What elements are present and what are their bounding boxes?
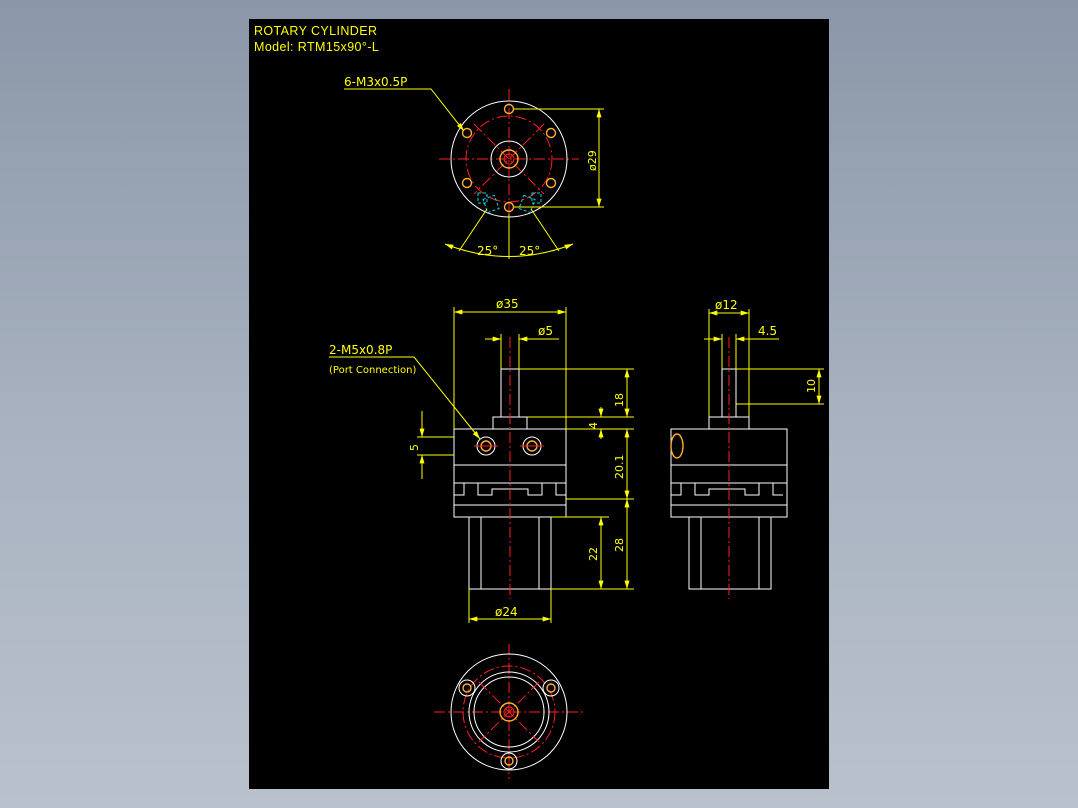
port-thread-label: 2-M5x0.8P bbox=[329, 343, 392, 357]
dim-5-label: 5 bbox=[408, 444, 421, 451]
dim-4-label: 4 bbox=[587, 422, 600, 429]
dim-28-label: 28 bbox=[613, 538, 626, 552]
dim-22-label: 22 bbox=[587, 547, 600, 561]
front-view bbox=[329, 307, 634, 623]
cad-drawing: 6-M3x0.5P ø29 25° 25° ø35 ø5 2-M5x0.8P (… bbox=[329, 75, 824, 779]
port-note-label: (Port Connection) bbox=[329, 365, 416, 376]
dia-29-label: ø29 bbox=[586, 150, 599, 171]
dim-4-5-label: 4.5 bbox=[758, 324, 777, 338]
side-view bbox=[670, 309, 824, 599]
dia-35-label: ø35 bbox=[496, 297, 519, 311]
dim-20-1-label: 20.1 bbox=[613, 455, 626, 480]
angle-left-label: 25° bbox=[477, 244, 498, 258]
top-view bbox=[344, 88, 604, 259]
dia-12-label: ø12 bbox=[715, 298, 738, 312]
bottom-view bbox=[434, 644, 584, 779]
model-number: Model: RTM15x90°-L bbox=[254, 40, 380, 54]
dim-10-label: 10 bbox=[805, 379, 818, 393]
angle-right-label: 25° bbox=[519, 244, 540, 258]
mount-holes-label: 6-M3x0.5P bbox=[344, 75, 407, 89]
drawing-title: ROTARY CYLINDER bbox=[254, 24, 378, 38]
drawing-sheet: ROTARY CYLINDER Model: RTM15x90°-L bbox=[249, 19, 829, 789]
dim-18-label: 18 bbox=[613, 393, 626, 407]
dia-24-label: ø24 bbox=[495, 605, 518, 619]
dia-5-label: ø5 bbox=[538, 324, 553, 338]
